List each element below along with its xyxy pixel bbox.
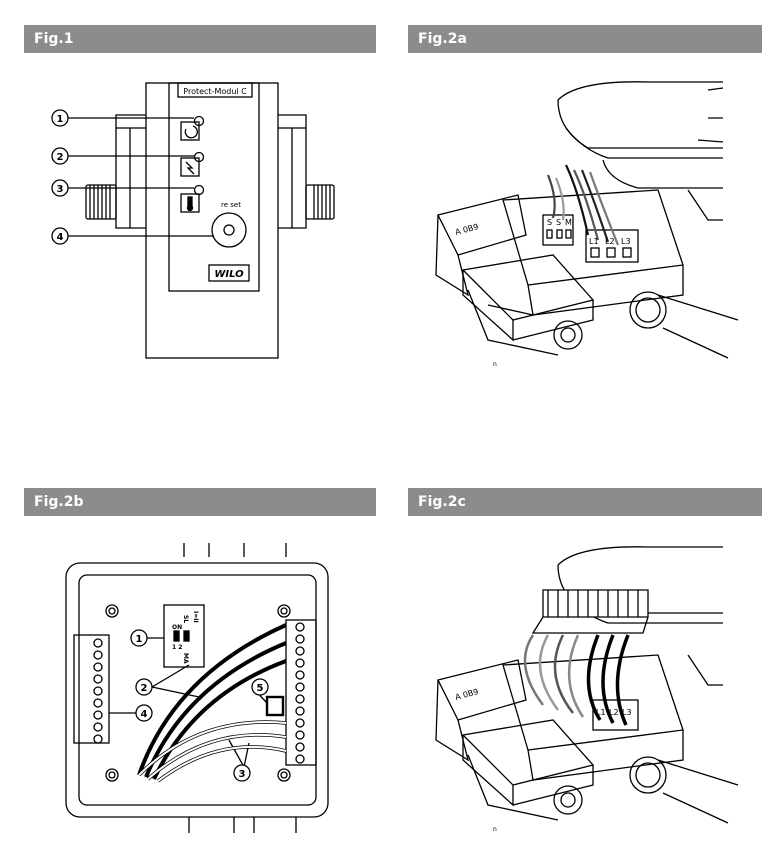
module-label-plate: [177, 82, 253, 98]
terminal-block-left: [542, 214, 574, 246]
black-cable-1: [137, 623, 287, 776]
callout-3: [233, 764, 251, 782]
terminal-s2-label: S: [556, 218, 561, 227]
terminal-highlight: [265, 695, 285, 717]
top-connector-strip: [542, 589, 649, 618]
blind-plug: [553, 785, 583, 815]
fault-icon: [180, 157, 200, 177]
callout-2: [51, 147, 69, 165]
left-knob: [85, 184, 117, 220]
terminal-s1-label: S: [547, 218, 552, 227]
callout-2: [135, 678, 153, 696]
callout-1-label: 1: [57, 114, 64, 125]
terminal-strip-right: [285, 619, 317, 766]
module-front-panel: [168, 82, 260, 292]
callout-3-label: 3: [57, 184, 64, 195]
terminal-l2-label: L2: [605, 237, 615, 246]
black-cable-2: [144, 641, 287, 778]
callout-3: [51, 179, 69, 197]
terminal-block-right: [592, 699, 639, 731]
thermometer-icon: [180, 193, 200, 213]
switch-sl-label: SL: [182, 615, 189, 623]
callout-1: [51, 109, 69, 127]
terminal-strip-left: [73, 634, 110, 744]
fig-2b-drawing: SL I=II ON 1 2 MA 1 2 3 4 5: [65, 543, 329, 833]
led-2: [193, 151, 205, 163]
terminal-cover: [437, 194, 527, 256]
fig-2c-drawing: A 0B9 L1 L2 L3 n: [435, 546, 739, 833]
switch-12-label: 1 2: [172, 644, 182, 651]
callout-4-label: 4: [141, 709, 148, 720]
blind-plug: [553, 320, 583, 350]
black-cable-3: [152, 659, 287, 780]
switch-i-ii-label: I=II: [192, 611, 199, 623]
small-mark: n: [493, 826, 497, 833]
callout-4-label: 4: [57, 232, 64, 243]
cover-plate-text: A 0B9: [454, 687, 479, 702]
callout-1: [130, 629, 148, 647]
callout-4: [135, 704, 153, 722]
led-3: [193, 184, 205, 196]
fig-1-header: Fig.1: [24, 25, 376, 53]
terminal-l3-label: L3: [621, 237, 631, 246]
module-label: Protect-Modul C: [183, 87, 247, 96]
callout-5-label: 5: [257, 683, 264, 694]
reset-button: [211, 212, 247, 248]
brand-logo: WILO: [214, 269, 244, 280]
terminal-l1-label: L1: [589, 237, 599, 246]
terminal-l1-label: L1: [596, 708, 606, 717]
switch-ma-label: MA: [182, 653, 189, 664]
callout-2-label: 2: [141, 683, 148, 694]
fig-2c-header: Fig.2c: [408, 488, 762, 516]
fig-2a-drawing: A 0B9 S S M L1 L2 L3 n: [435, 81, 739, 368]
led-1: [193, 115, 205, 127]
callout-5: [251, 678, 269, 696]
rotation-icon: [180, 121, 200, 141]
reset-label: re set: [221, 201, 241, 209]
module-housing: [145, 82, 279, 359]
cable-gland: [629, 756, 667, 794]
terminal-l3-label: L3: [622, 708, 632, 717]
terminal-l2-label: L2: [609, 708, 619, 717]
motor-housing-top: [557, 81, 723, 101]
callout-4: [51, 227, 69, 245]
top-cable-glands: [183, 543, 287, 557]
brand-plate: [208, 264, 250, 282]
small-mark: n: [493, 361, 497, 368]
terminal-m-label: M: [565, 218, 572, 227]
callout-3-label: 3: [239, 769, 246, 780]
cable-gland: [629, 291, 667, 329]
fig-2a-header: Fig.2a: [408, 25, 762, 53]
callout-1-label: 1: [136, 634, 143, 645]
left-mount-block: [115, 114, 146, 229]
terminal-cover: [437, 659, 527, 721]
fig-1-drawing: Protect-Modul C re set WILO 1 2 3 4: [51, 82, 335, 359]
right-knob: [305, 184, 335, 220]
cover-plate-text: A 0B9: [454, 222, 479, 237]
switch-on-label: ON: [172, 624, 182, 631]
callout-2-label: 2: [57, 152, 64, 163]
fig-2b-header: Fig.2b: [24, 488, 376, 516]
junction-box-outer: [65, 562, 329, 818]
bottom-cable-glands: [188, 817, 297, 833]
motor-housing-top: [557, 546, 723, 566]
